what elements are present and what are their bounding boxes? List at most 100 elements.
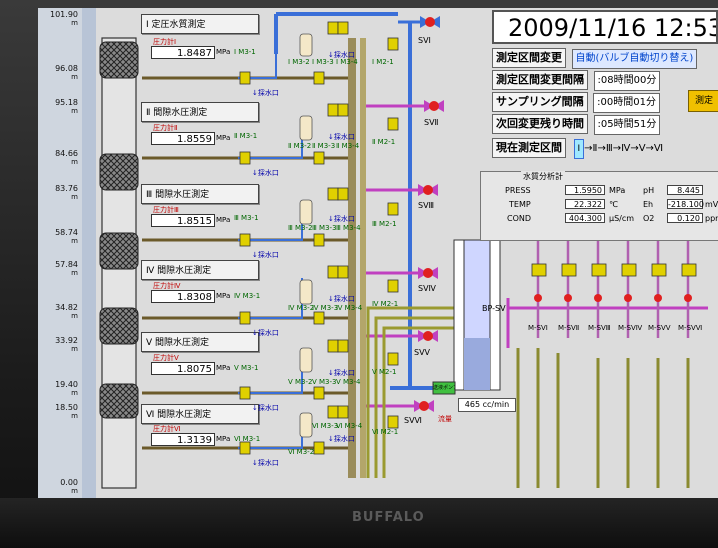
valve-tag: Ⅱ M3-1 <box>234 132 258 140</box>
valve-tag: Ⅱ M2-1 <box>372 138 396 146</box>
sampling-port[interactable]: ↓採水口 <box>328 435 355 443</box>
sampling-label: サンプリング間隔 <box>492 92 588 112</box>
m-sv-label: M-SVⅣ <box>618 324 643 332</box>
valve-tag: Ⅴ M3-3 <box>312 378 337 386</box>
valve-tag: Ⅲ M3-3 <box>312 224 337 232</box>
o2-label: O2 <box>643 214 655 223</box>
current-section-flow: →Ⅱ→Ⅲ→Ⅳ→Ⅴ→Ⅵ <box>584 143 664 154</box>
valve-tag: Ⅱ M3-4 <box>336 142 360 150</box>
sv-3-label: SVⅢ <box>418 201 435 210</box>
valve-tag: Ⅰ M3-4 <box>336 58 358 66</box>
measure-button[interactable]: 測定 <box>688 90 718 112</box>
sampling-value[interactable]: :00時間01分 <box>593 93 660 113</box>
cond-label: COND <box>507 214 532 223</box>
eh-unit: mV <box>705 200 718 209</box>
piping-diagram <box>142 12 708 488</box>
press-unit: MPa <box>609 186 626 195</box>
sampling-port[interactable]: ↓採水口 <box>252 404 279 412</box>
valve-tag: Ⅰ M3-1 <box>234 48 256 56</box>
gauge-label: 圧力計Ⅲ <box>153 206 179 214</box>
depth-tick-column <box>82 8 96 498</box>
interval-value[interactable]: :08時間00分 <box>593 71 661 91</box>
borehole-tube <box>99 37 139 489</box>
analyzer-title: 水質分析計 <box>521 171 565 182</box>
change-mode-select[interactable]: 自動(バルブ自動切り替え) <box>571 49 698 69</box>
interval-row: 測定区間変更間隔 :08時間00分 <box>492 70 661 91</box>
sampling-port[interactable]: ↓採水口 <box>328 215 355 223</box>
section-6-button[interactable]: Ⅵ 間隙水圧測定 <box>141 404 259 424</box>
valve-tag: Ⅴ M2-1 <box>372 368 397 376</box>
valve-tag: Ⅳ M3-4 <box>336 304 363 312</box>
valve-tag: Ⅲ M3-1 <box>234 214 259 222</box>
bp-sv-label: BP-SV <box>482 304 506 313</box>
m-sv-label: M-SVⅡ <box>558 324 580 332</box>
valve-tag: Ⅴ M3-4 <box>336 378 361 386</box>
sampling-port[interactable]: ↓採水口 <box>252 329 279 337</box>
valve-tag: Ⅲ M3-4 <box>336 224 361 232</box>
current-section-label: 現在測定区間 <box>492 138 566 158</box>
monitor-lower-bezel <box>0 498 718 548</box>
valve-tag: Ⅵ M3-1 <box>234 435 261 443</box>
pressure-unit: MPa <box>216 435 231 443</box>
o2-value: 0.120 <box>667 213 703 223</box>
sampling-port[interactable]: ↓採水口 <box>252 459 279 467</box>
pressure-unit: MPa <box>216 292 231 300</box>
temp-label: TEMP <box>509 200 531 209</box>
sampling-port[interactable]: ↓採水口 <box>252 169 279 177</box>
gauge-label: 圧力計Ⅴ <box>153 354 179 362</box>
eh-label: Eh <box>643 200 654 209</box>
sv-6-label: SVⅥ <box>404 416 422 425</box>
o2-unit: ppm <box>705 214 718 223</box>
change-label: 測定区間変更 <box>492 48 566 68</box>
sampling-port[interactable]: ↓採水口 <box>328 51 355 59</box>
gauge-label: 圧力計Ⅳ <box>153 282 181 290</box>
next-change-value: :05時間51分 <box>593 115 661 135</box>
sampling-port[interactable]: ↓採水口 <box>252 89 279 97</box>
m-sv-label: M-SVⅥ <box>678 324 703 332</box>
valve-tag: Ⅳ M3-2 <box>288 304 315 312</box>
sampling-port[interactable]: ↓採水口 <box>252 251 279 259</box>
eh-value: -218.100 <box>667 199 704 209</box>
valve-tag: Ⅵ M3-4 <box>336 422 363 430</box>
section-1-button[interactable]: Ⅰ 定圧水質測定 <box>141 14 259 34</box>
ph-value: 8.445 <box>667 185 703 195</box>
section-2-button[interactable]: Ⅱ 間隙水圧測定 <box>141 102 259 122</box>
valve-tag: Ⅳ M2-1 <box>372 300 399 308</box>
datetime-display: 2009/11/16 12:53 <box>492 10 718 44</box>
sampling-port[interactable]: ↓採水口 <box>328 369 355 377</box>
valve-tag: Ⅲ M3-2 <box>288 224 313 232</box>
brand-logo: BUFFALO <box>352 510 425 525</box>
interval-label: 測定区間変更間隔 <box>492 70 588 90</box>
press-value: 1.5950 <box>565 185 605 195</box>
gauge-label: 圧力計Ⅰ <box>153 38 177 46</box>
ph-label: pH <box>643 186 655 195</box>
section-5-button[interactable]: Ⅴ 間隙水圧測定 <box>141 332 259 352</box>
sv-4-label: SVⅣ <box>418 284 436 293</box>
section-3-button[interactable]: Ⅲ 間隙水圧測定 <box>141 184 259 204</box>
sampling-port[interactable]: ↓採水口 <box>328 133 355 141</box>
valve-tag: Ⅰ M3-2 <box>288 58 310 66</box>
flow-value: 465 cc/min <box>458 398 516 412</box>
sv-5-label: SVⅤ <box>414 348 431 357</box>
temp-unit: ℃ <box>609 200 618 209</box>
gauge-label: 圧力計Ⅵ <box>153 425 181 433</box>
next-change-row: 次回変更残り時間 :05時間51分 <box>492 114 661 135</box>
m-sv-label: M-SVⅠ <box>528 324 548 332</box>
sampling-port[interactable]: ↓採水口 <box>328 295 355 303</box>
valve-tag: Ⅳ M3-3 <box>312 304 339 312</box>
valve-tag: Ⅵ M2-1 <box>372 428 399 436</box>
m-sv-label: M-SVⅤ <box>648 324 671 332</box>
pressure-6-value: 1.3139 <box>151 433 215 446</box>
section-4-button[interactable]: Ⅳ 間隙水圧測定 <box>141 260 259 280</box>
water-quality-panel: 水質分析計 PRESS 1.5950 MPa TEMP 22.322 ℃ CON… <box>480 171 718 241</box>
pressure-2-value: 1.8559 <box>151 132 215 145</box>
gauge-label: 圧力計Ⅱ <box>153 124 178 132</box>
press-label: PRESS <box>505 186 531 195</box>
